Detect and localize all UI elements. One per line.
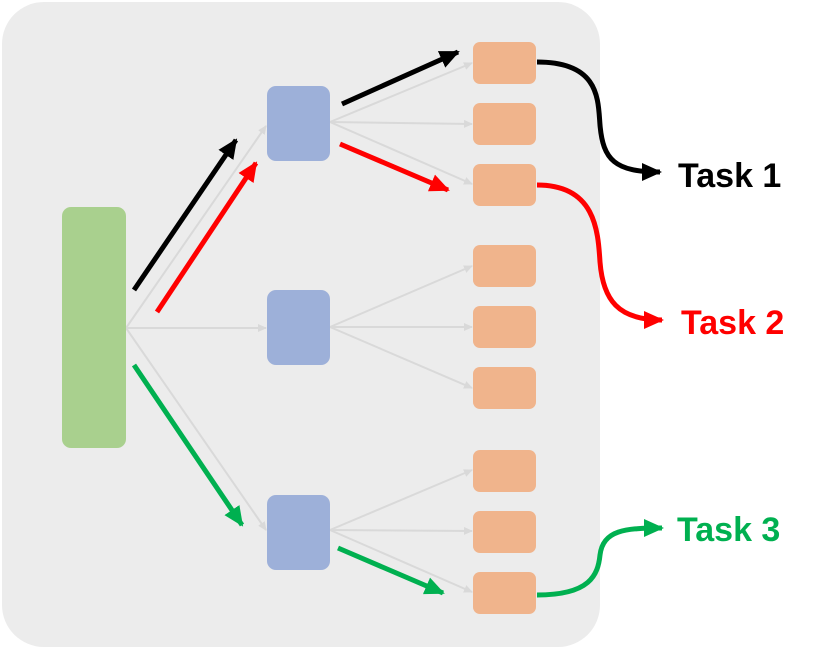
task2-label: Task 2 (681, 304, 785, 342)
leaf-node-3 (473, 164, 536, 206)
task3-label: Task 3 (677, 511, 781, 549)
edge-root-mid3 (125, 327, 267, 531)
leaf-node-4 (473, 245, 536, 287)
task2-arrow-root-mid (154, 161, 259, 314)
edge-mid3-leaf7 (329, 469, 473, 531)
leaf-node-2 (473, 103, 536, 145)
edge-mid2-leaf6 (329, 326, 473, 389)
edge-mid3-leaf9 (329, 529, 473, 593)
task3-arrow-mid-leaf (337, 545, 445, 596)
task1-path (131, 49, 662, 292)
task2-path (154, 141, 664, 329)
leaf-node-8 (473, 511, 536, 553)
task3-curve-leaf-label (536, 519, 664, 598)
edge-root-mid1 (125, 125, 267, 329)
edge-mid2-leaf4 (329, 265, 473, 328)
task1-arrow-mid-leaf (340, 49, 460, 107)
edge-mid1-leaf1 (329, 62, 473, 123)
nodes (62, 42, 536, 614)
leaf-node-5 (473, 306, 536, 348)
edge-mid1-leaf3 (329, 121, 473, 185)
leaf-node-7 (473, 450, 536, 492)
edge-mid3-leaf8 (329, 526, 473, 535)
task1-arrow-root-mid (131, 138, 239, 292)
task2-arrow-mid-leaf (339, 141, 450, 193)
faint-edges (125, 62, 473, 593)
edge-mid1-leaf2 (329, 119, 473, 128)
leaf-node-9 (473, 572, 536, 614)
root-node (62, 207, 126, 448)
mid-node-1 (267, 86, 330, 161)
task1-curve-leaf-label (536, 59, 662, 181)
task1-label: Task 1 (678, 157, 782, 195)
task3-path (131, 363, 664, 598)
leaf-node-6 (473, 367, 536, 409)
mid-node-3 (267, 495, 330, 570)
mid-node-2 (267, 290, 330, 365)
leaf-node-1 (473, 42, 536, 84)
task3-arrow-root-mid (131, 363, 245, 527)
task2-curve-leaf-label (536, 182, 664, 329)
